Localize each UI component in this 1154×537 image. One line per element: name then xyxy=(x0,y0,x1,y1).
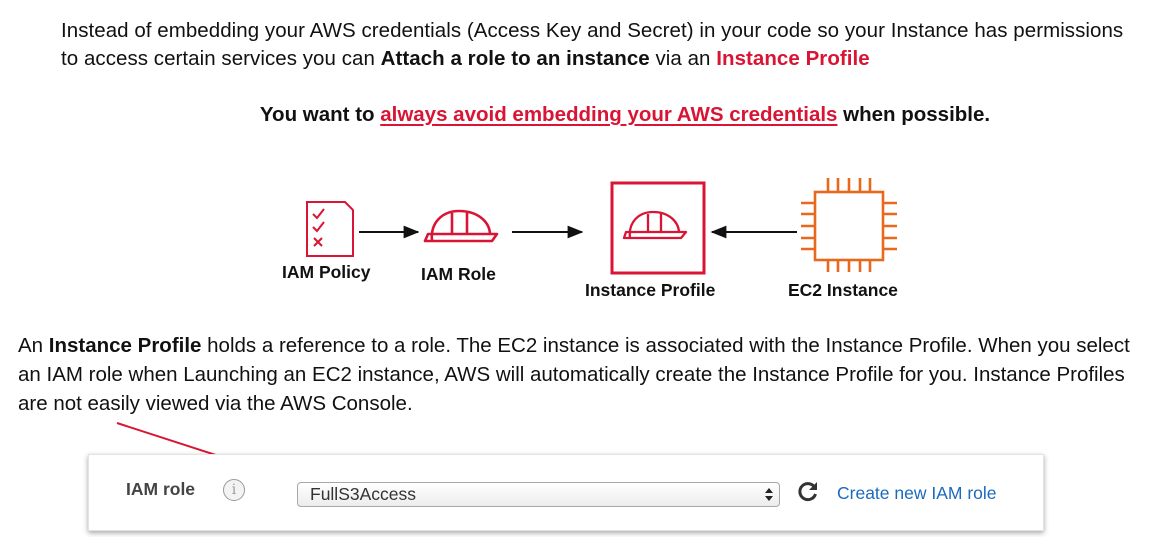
desc-bold: Instance Profile xyxy=(48,334,202,357)
label-iam-policy: IAM Policy xyxy=(282,262,371,282)
chip-icon xyxy=(801,178,897,272)
description-paragraph: An Instance Profile holds a reference to… xyxy=(18,331,1148,418)
intro-paragraph: Instead of embedding your AWS credential… xyxy=(61,17,1146,73)
label-ec2-instance: EC2 Instance xyxy=(788,280,898,300)
create-iam-role-link[interactable]: Create new IAM role xyxy=(837,483,997,503)
intro-highlight: Instance Profile xyxy=(716,47,870,70)
checklist-icon xyxy=(306,201,354,257)
desc-prefix: An xyxy=(18,334,49,357)
label-iam-role: IAM Role xyxy=(421,264,496,284)
warning-suffix: when possible. xyxy=(837,103,991,126)
intro-bold-text: Attach a role to an instance xyxy=(380,47,650,70)
iam-role-label: IAM role xyxy=(126,479,196,499)
refresh-icon[interactable] xyxy=(796,479,820,503)
warning-prefix: You want to xyxy=(259,103,381,126)
intro-text: Instead of embedding your AWS credential… xyxy=(61,19,1124,70)
iam-role-select[interactable]: FullS3Access xyxy=(297,482,780,507)
iam-role-panel: IAM role i FullS3Access Create new IAM r… xyxy=(88,454,1044,531)
hard-hat-icon xyxy=(622,210,688,240)
info-icon[interactable]: i xyxy=(223,479,245,501)
instance-profile-box xyxy=(610,181,706,275)
warning-line: You want to always avoid embedding your … xyxy=(0,103,1154,127)
desc-rest: holds a reference to a role. The EC2 ins… xyxy=(18,334,1130,415)
intro-text-2: via an xyxy=(649,47,717,70)
warning-link[interactable]: always avoid embedding your AWS credenti… xyxy=(380,103,838,126)
hard-hat-icon xyxy=(423,209,499,243)
iam-role-select-value: FullS3Access xyxy=(310,484,417,504)
label-instance-profile: Instance Profile xyxy=(585,280,716,300)
select-arrows-icon xyxy=(765,488,773,501)
